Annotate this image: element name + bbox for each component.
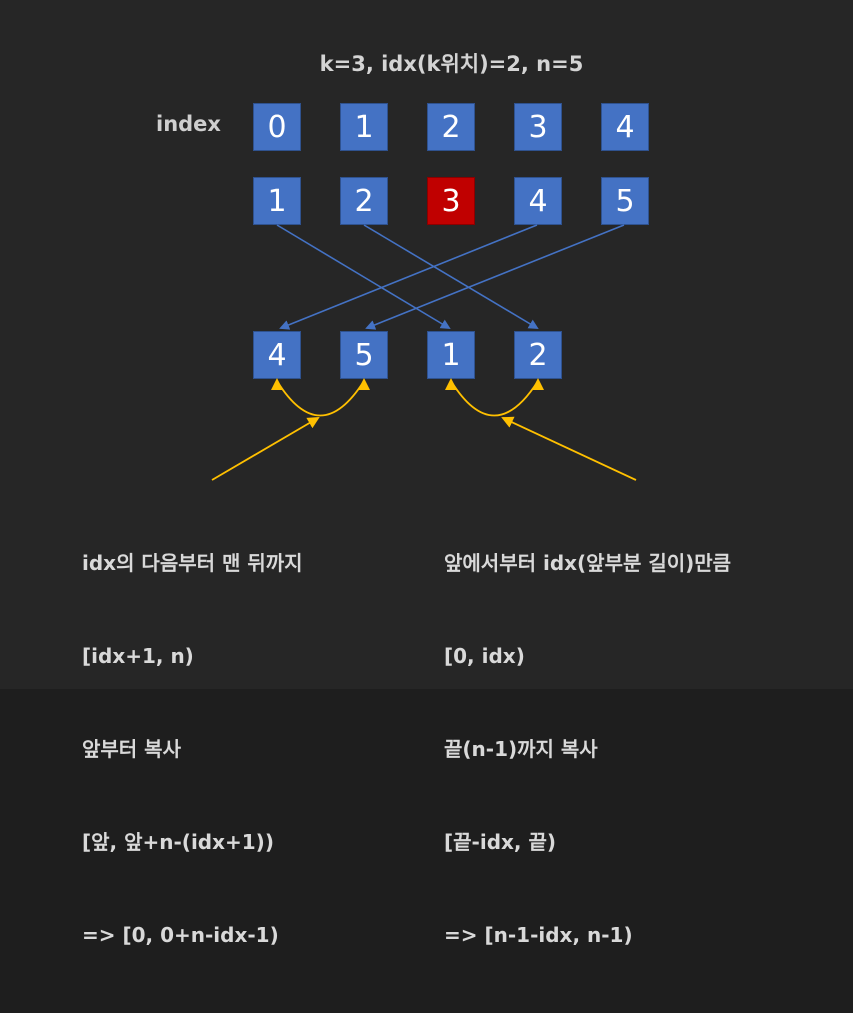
arrow-5-to-result — [365, 224, 625, 330]
index-cell-0: 0 — [253, 103, 301, 151]
arc-left-head-b — [358, 378, 370, 390]
arc-left-pair — [276, 380, 365, 417]
note-left-line-1: idx의 다음부터 맨 뒤까지 — [82, 551, 303, 575]
index-cell-1: 1 — [340, 103, 388, 151]
pointer-left — [211, 416, 320, 481]
result-cell-3: 2 — [514, 331, 562, 379]
note-left-line-5: => [0, 0+n-idx-1) — [82, 923, 279, 947]
index-cell-2: 2 — [427, 103, 475, 151]
value-cell-1: 2 — [340, 177, 388, 225]
pointer-right — [501, 416, 637, 481]
note-right-line-2: [0, idx) — [444, 644, 525, 668]
value-cell-3: 4 — [514, 177, 562, 225]
note-left-line-2: [idx+1, n) — [82, 644, 194, 668]
index-cell-3: 3 — [514, 103, 562, 151]
arc-right-head-b — [532, 378, 544, 390]
arc-left-head-a — [271, 378, 283, 390]
note-left: idx의 다음부터 맨 뒤까지 [idx+1, n) 앞부터 복사 [앞, 앞+… — [82, 486, 303, 1013]
arrow-2-to-result — [363, 224, 539, 330]
index-label: index — [156, 112, 221, 136]
arrow-layer — [211, 224, 637, 481]
result-cell-1: 5 — [340, 331, 388, 379]
note-left-line-4: [앞, 앞+n-(idx+1)) — [82, 830, 274, 854]
result-cell-2: 1 — [427, 331, 475, 379]
arrow-4-to-result — [279, 224, 538, 330]
note-right-line-4: [끝-idx, 끝) — [444, 830, 557, 854]
diagram-canvas: k=3, idx(k위치)=2, n=5 index 0 1 2 3 4 1 2… — [82, 52, 732, 947]
arrow-1-to-result — [276, 224, 451, 330]
note-left-line-3: 앞부터 복사 — [82, 737, 181, 761]
note-right-line-5: => [n-1-idx, n-1) — [444, 923, 633, 947]
diagram-title: k=3, idx(k위치)=2, n=5 — [319, 52, 584, 76]
note-right-line-1: 앞에서부터 idx(앞부분 길이)만큼 — [444, 551, 732, 575]
arc-right-head-a — [445, 378, 457, 390]
note-right: 앞에서부터 idx(앞부분 길이)만큼 [0, idx) 끝(n-1)까지 복사… — [444, 486, 731, 1013]
value-cell-0: 1 — [253, 177, 301, 225]
note-right-line-3: 끝(n-1)까지 복사 — [444, 737, 598, 761]
result-cell-0: 4 — [253, 331, 301, 379]
value-cell-4: 5 — [601, 177, 649, 225]
value-cell-2-highlighted: 3 — [427, 177, 475, 225]
arc-right-pair — [450, 380, 539, 417]
index-cell-4: 4 — [601, 103, 649, 151]
